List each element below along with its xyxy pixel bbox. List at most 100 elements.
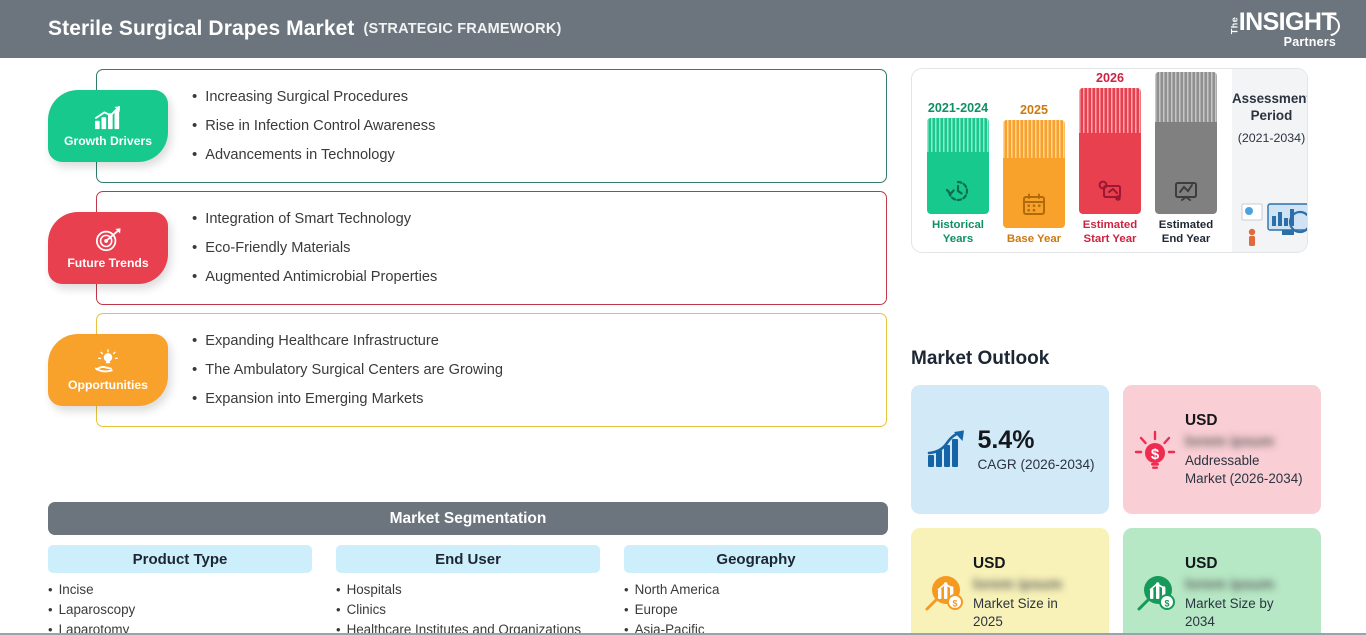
opportunities-badge[interactable]: Opportunities: [48, 334, 168, 406]
bullet-item: • The Ambulatory Surgical Centers are Gro…: [192, 362, 503, 378]
magnifier-bar-chart-dollar-icon: $: [925, 575, 963, 610]
assessment-period-title: Assessment Period: [1232, 91, 1308, 123]
timeline-bars: 2021-2024 Historical Years 2025: [912, 69, 1232, 252]
bar-stripe-pattern: [1079, 88, 1141, 134]
currency-label: USD: [973, 555, 1006, 573]
segmentation-column-product-type: Product Type •Incise •Laparoscopy •Lapar…: [48, 545, 312, 635]
opportunities-bullets: •Expanding Healthcare Infrastructure •Th…: [192, 313, 503, 427]
size2025-label: Market Size in 2025: [973, 596, 1058, 629]
bullet-text: Expansion into Emerging Markets: [205, 391, 424, 407]
bullet-dot-icon: •: [192, 390, 198, 407]
outlook-card-addressable-market: $ USD lorem ipsum Addressable Market (: [1123, 385, 1321, 514]
future-trends-label: Future Trends: [67, 255, 149, 270]
list-item-label: Laparotomy: [58, 622, 130, 635]
future-trends-badge[interactable]: Future Trends: [48, 212, 168, 284]
blurred-value: lorem ipsum: [973, 576, 1063, 594]
bullet-item: • Increasing Surgical Procedures: [192, 89, 435, 105]
framework-column: Growth Drivers • Increasing Surgical Proc…: [0, 58, 900, 633]
list-item: • Healthcare Institutes and Organizations: [336, 622, 600, 635]
blurred-value: lorem ipsum: [1185, 576, 1275, 594]
currency-label: USD: [1185, 412, 1218, 430]
logo-the-text: The: [1229, 16, 1240, 35]
timeline-year-label: 2034: [1172, 69, 1200, 70]
timeline-caption: Estimated Start Year: [1082, 219, 1138, 245]
bullet-dot-icon: •: [192, 146, 198, 163]
outlook-cards: 5.4% CAGR (2026-2034) $: [911, 385, 1321, 633]
bar-stripe-pattern: [1003, 119, 1065, 158]
gear-monitor-icon: [1098, 180, 1121, 201]
list-item-label: Clinics: [346, 602, 386, 617]
svg-text:$: $: [1164, 598, 1169, 608]
timeline-caption: Historical Years: [932, 219, 984, 245]
segmentation-column-end-user: End User • Hospitals • Clinics • Healthcare…: [336, 545, 600, 635]
bullet-item: •Rise in Infection Control Awareness: [192, 118, 435, 134]
list-item: •Asia-Pacific: [624, 622, 888, 635]
column-list: • Hospitals • Clinics • Healthcare Institut…: [336, 582, 600, 635]
list-item-label: Europe: [634, 602, 678, 617]
bullet-dot-icon: •: [192, 88, 198, 105]
list-item: • Laparotomy: [48, 622, 312, 635]
bullet-dot-icon: •: [624, 602, 629, 617]
timeline-caption: Base Year: [1006, 232, 1062, 245]
segmentation-column-geography: Geography •North America •Europe •Asia-P…: [624, 545, 888, 635]
bullet-dot-icon: •: [192, 361, 198, 378]
column-header[interactable]: Product Type: [48, 545, 312, 573]
bar-chart-growth-icon: [95, 105, 121, 129]
bullet-text: Increasing Surgical Procedures: [205, 89, 409, 105]
list-item: • Clinics: [336, 602, 600, 617]
page-header: Sterile Surgical Drapes Market (STRATEGI…: [0, 0, 1366, 58]
opportunities-label: Opportunities: [68, 377, 148, 392]
bullet-dot-icon: •: [624, 622, 629, 635]
growth-drivers-panel: [96, 69, 887, 183]
timeline-year-label: 2025: [1019, 102, 1049, 117]
magnifier-bar-chart-dollar-icon: $: [1137, 575, 1175, 610]
assessment-period-panel: Assessment Period (2021-2034): [1232, 69, 1308, 252]
column-header[interactable]: End User: [336, 545, 600, 573]
bullet-item: •Advancements in Technology: [192, 147, 435, 163]
outlook-card-row: $ USD lorem ipsum Market Size in 2025: [911, 528, 1321, 633]
bar-stripe-pattern: [1155, 72, 1217, 123]
column-header[interactable]: Geography: [624, 545, 888, 573]
cagr-card-body: 5.4% CAGR (2026-2034): [977, 426, 1094, 472]
framework-section-future-trends: Future Trends •Integration of Smart Tech…: [0, 191, 900, 305]
timeline-bar: [1003, 119, 1065, 228]
lightbulb-in-hand-icon: [95, 348, 118, 372]
bullet-dot-icon: •: [192, 332, 198, 349]
timeline-bar-estimated-start: 2026 Estimated Start Year: [1072, 71, 1148, 246]
logo-insight-text: INSIGHT: [1238, 7, 1337, 36]
list-item-label: Incise: [58, 582, 94, 597]
timeline-year-label: 2026: [1095, 71, 1125, 86]
analytics-dashboard-illustration: [1241, 203, 1307, 246]
column-header-label: Product Type: [132, 550, 228, 568]
column-list: •Incise •Laparoscopy •Laparotomy: [48, 582, 312, 635]
growth-drivers-badge[interactable]: Growth Drivers: [48, 90, 168, 162]
future-trends-bullets: •Integration of Smart Technology •Eco-Fr…: [192, 191, 437, 305]
bullet-dot-icon: •: [48, 622, 53, 635]
cagr-value: 5.4%: [977, 426, 1035, 455]
bullet-dot-icon: •: [336, 622, 341, 635]
addressable-card-body: USD lorem ipsum Addressable Market (2026…: [1185, 412, 1303, 486]
page-subtitle: (STRATEGIC FRAMEWORK): [363, 21, 562, 37]
outlook-card-cagr: 5.4% CAGR (2026-2034): [911, 385, 1109, 514]
size2034-label: Market Size by 2034: [1185, 596, 1274, 629]
timeline-bar: [1079, 88, 1141, 215]
svg-text:$: $: [952, 598, 957, 608]
bullet-dot-icon: •: [336, 602, 341, 617]
framework-section-growth-drivers: Growth Drivers • Increasing Surgical Proc…: [0, 69, 900, 183]
bullet-text: Augmented Antimicrobial Properties: [205, 269, 438, 285]
list-item-label: North America: [634, 582, 720, 597]
segmentation-columns: Product Type •Incise •Laparoscopy •Lapar…: [48, 545, 888, 635]
bullet-text: The Ambulatory Surgical Centers are Grow…: [205, 362, 503, 378]
outlook-card-row: 5.4% CAGR (2026-2034) $: [911, 385, 1321, 514]
list-item-label: Healthcare Institutes and Organizations: [346, 622, 582, 635]
page-title: Sterile Surgical Drapes Market: [48, 17, 355, 40]
list-item-label: Hospitals: [346, 582, 402, 597]
list-item: •North America: [624, 582, 888, 597]
addressable-label: Addressable Market (2026-2034): [1185, 453, 1303, 486]
framework-section-opportunities: Opportunities •Expanding Healthcare Infr…: [0, 313, 900, 427]
bullet-dot-icon: •: [48, 582, 53, 597]
timeline-year-label: 2021-2024: [927, 101, 989, 116]
outlook-card-market-size-2034: $ USD lorem ipsum Market Size by 2034: [1123, 528, 1321, 633]
currency-label: USD: [1185, 555, 1218, 573]
